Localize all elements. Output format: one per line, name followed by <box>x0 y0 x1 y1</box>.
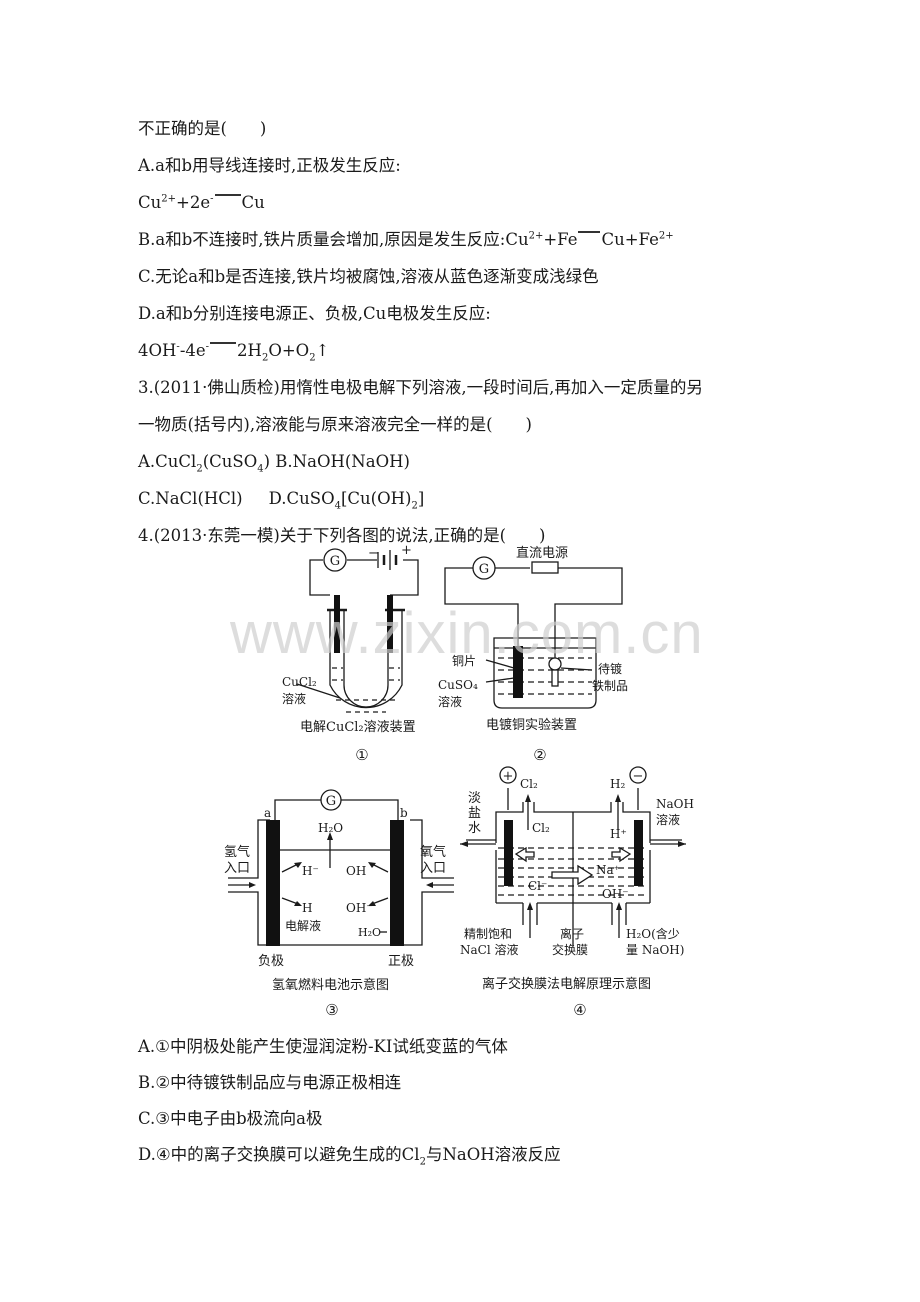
svg-text:离子: 离子 <box>560 926 584 941</box>
equals-bar <box>210 342 237 344</box>
svg-text:Na⁺: Na⁺ <box>596 863 620 877</box>
svg-text:量 NaOH): 量 NaOH) <box>626 943 684 957</box>
figure-3-fuel-cell: G a b 氢气 入口 氧气 入口 H₂O H⁻ OH H OH⁻ 电解液 H₂… <box>224 789 454 1019</box>
q3-options-ab: A.CuCl2(CuSO4) B.NaOH(NaOH) <box>138 451 410 475</box>
svg-text:溶液: 溶液 <box>656 812 680 827</box>
svg-text:水: 水 <box>468 821 481 836</box>
svg-text:直流电源: 直流电源 <box>516 546 568 561</box>
svg-text:G: G <box>330 554 340 569</box>
svg-text:电镀铜实验装置: 电镀铜实验装置 <box>486 717 577 733</box>
svg-text:Cl⁻: Cl⁻ <box>528 879 547 893</box>
svg-text:交换膜: 交换膜 <box>552 942 588 957</box>
q3-options-cd: C.NaCl(HCl) D.CuSO4[Cu(OH)2] <box>138 488 425 512</box>
q4-stem: 4.(2013·东莞一模)关于下列各图的说法,正确的是( ) <box>138 526 546 545</box>
svg-text:H⁻: H⁻ <box>302 864 319 878</box>
plus-terminal-icon <box>499 766 517 784</box>
svg-text:OH⁻: OH⁻ <box>346 901 373 915</box>
svg-text:负极: 负极 <box>258 954 284 969</box>
svg-text:③: ③ <box>325 1001 338 1019</box>
galvanometer-icon <box>320 789 342 811</box>
q3-option-a: A.CuCl2(CuSO4) <box>138 452 271 475</box>
svg-text:Cl₂: Cl₂ <box>532 821 550 835</box>
svg-text:b: b <box>400 806 408 820</box>
q2-option-d-equation: 4OH--4e-2H2O+O2↑ <box>138 341 330 364</box>
svg-text:+: + <box>401 543 412 558</box>
svg-text:Cl₂: Cl₂ <box>520 777 538 791</box>
svg-text:+: + <box>503 769 514 784</box>
svg-text:④: ④ <box>573 1001 586 1019</box>
q4-option-c: C.③中电子由b极流向a极 <box>138 1109 323 1128</box>
svg-text:待镀: 待镀 <box>598 662 622 676</box>
svg-text:①: ① <box>355 746 368 764</box>
svg-text:氧气: 氧气 <box>420 844 446 860</box>
svg-text:铜片: 铜片 <box>452 653 476 668</box>
svg-text:入口: 入口 <box>224 861 250 876</box>
svg-text:NaOH: NaOH <box>656 797 694 811</box>
svg-text:H₂O(含少: H₂O(含少 <box>626 926 680 941</box>
equals-bar <box>578 231 601 233</box>
svg-text:淡: 淡 <box>468 791 481 806</box>
svg-text:盐: 盐 <box>468 806 481 821</box>
svg-text:铁制品: 铁制品 <box>592 679 628 693</box>
equals-bar <box>214 194 241 196</box>
svg-text:氢氧燃料电池示意图: 氢氧燃料电池示意图 <box>272 977 389 993</box>
q4-option-d: D.④中的离子交换膜可以避免生成的Cl2与NaOH溶液反应 <box>138 1145 561 1168</box>
svg-text:离子交换膜法电解原理示意图: 离子交换膜法电解原理示意图 <box>482 976 651 992</box>
svg-text:a: a <box>264 806 271 820</box>
q3-option-d: D.CuSO4[Cu(OH)2] <box>268 489 425 512</box>
q2-stem-end: 不正确的是( ) <box>138 119 267 138</box>
minus-terminal-icon <box>629 766 647 784</box>
svg-text:②: ② <box>533 746 546 764</box>
svg-text:G: G <box>479 562 489 577</box>
q2-option-a: A.a和b用导线连接时,正极发生反应: <box>138 156 401 175</box>
figure-4-ion-exchange-membrane: + − Cl₂ H₂ Cl₂ H⁺ Na⁺ Cl⁻ OH⁻ 淡 盐 水 NaOH… <box>460 766 694 1019</box>
q3-option-c: C.NaCl(HCl) <box>138 489 243 508</box>
svg-text:溶液: 溶液 <box>282 691 306 706</box>
figure-1-cucl2-electrolysis: G − + CuCl₂ 溶液 电解CuCl₂溶液装置 ① <box>282 543 419 764</box>
svg-text:溶液: 溶液 <box>438 694 462 709</box>
q4-option-a: A.①中阴极处能产生使湿润淀粉-KI试纸变蓝的气体 <box>138 1037 508 1056</box>
svg-text:OH: OH <box>346 864 366 878</box>
svg-text:精制饱和: 精制饱和 <box>464 926 512 941</box>
svg-text:H⁺: H⁺ <box>610 827 627 841</box>
svg-text:−: − <box>368 546 379 561</box>
svg-text:电解液: 电解液 <box>285 918 321 933</box>
q3-stem-line1: 3.(2011·佛山质检)用惰性电极电解下列溶液,一段时间后,再加入一定质量的另 <box>138 378 703 397</box>
svg-text:−: − <box>633 769 644 784</box>
q4-option-b: B.②中待镀铁制品应与电源正极相连 <box>138 1073 402 1092</box>
svg-text:OH⁻: OH⁻ <box>602 887 629 901</box>
q2-option-d: D.a和b分别连接电源正、负极,Cu电极发生反应: <box>138 304 491 323</box>
svg-text:H₂O: H₂O <box>318 821 343 835</box>
svg-text:电解CuCl₂溶液装置: 电解CuCl₂溶液装置 <box>300 720 416 735</box>
svg-text:CuCl₂: CuCl₂ <box>282 675 317 689</box>
svg-text:NaCl 溶液: NaCl 溶液 <box>460 942 519 957</box>
svg-text:H: H <box>302 901 312 915</box>
svg-text:入口: 入口 <box>420 861 446 876</box>
q3-option-b: B.NaOH(NaOH) <box>275 452 410 471</box>
svg-text:G: G <box>326 794 336 809</box>
q2-option-a-equation: Cu2++2e-Cu <box>138 193 265 212</box>
figure-2-copper-plating: G 直流电源 铜片 CuSO₄ 溶液 待镀 铁制品 电镀铜实验装置 ② <box>438 546 628 764</box>
galvanometer-icon <box>472 556 496 580</box>
svg-text:H₂O: H₂O <box>358 926 381 939</box>
svg-text:H₂: H₂ <box>610 777 625 791</box>
galvanometer-icon <box>323 548 347 572</box>
svg-text:氢气: 氢气 <box>224 844 250 860</box>
svg-text:CuSO₄: CuSO₄ <box>438 678 478 692</box>
q3-stem-line2: 一物质(括号内),溶液能与原来溶液完全一样的是( ) <box>138 415 532 434</box>
svg-text:正极: 正极 <box>388 954 414 969</box>
q2-option-c: C.无论a和b是否连接,铁片均被腐蚀,溶液从蓝色逐渐变成浅绿色 <box>138 267 599 286</box>
